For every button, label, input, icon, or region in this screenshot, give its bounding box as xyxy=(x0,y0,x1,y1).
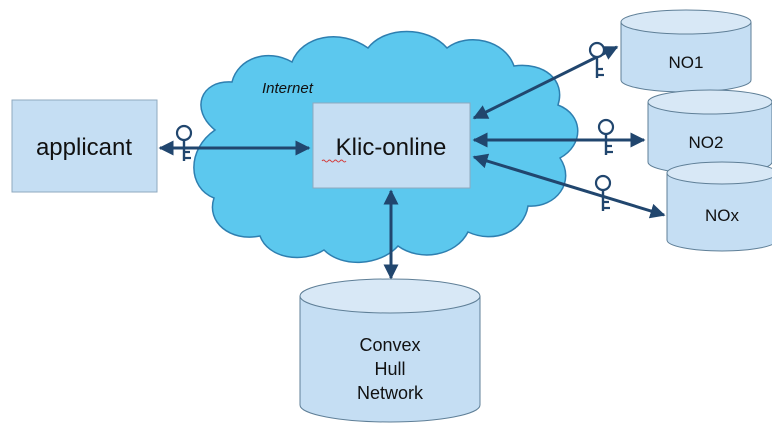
nox-label: NOx xyxy=(705,206,740,225)
database-no2 xyxy=(647,89,772,175)
spellcheck-underline xyxy=(321,159,347,163)
key-icon xyxy=(175,124,193,163)
klic-online-box xyxy=(312,102,471,189)
network-label-line-3: Network xyxy=(357,383,424,403)
klic-online-label: Klic-online xyxy=(336,134,447,161)
arrow-klic-no1 xyxy=(472,45,619,120)
network-label-line-1: Convex xyxy=(359,335,420,355)
applicant-box xyxy=(11,99,158,193)
database-no1 xyxy=(620,9,752,93)
key-icon xyxy=(597,118,615,157)
applicant-label: applicant xyxy=(36,134,132,161)
database-nox xyxy=(666,161,772,252)
no1-label: NO1 xyxy=(669,53,704,72)
network-label-line-2: Hull xyxy=(374,359,405,379)
no2-label: NO2 xyxy=(689,133,724,152)
arrow-klic-nox xyxy=(472,153,666,219)
internet-label: Internet xyxy=(262,80,314,97)
database-convex-hull-network xyxy=(299,278,481,423)
